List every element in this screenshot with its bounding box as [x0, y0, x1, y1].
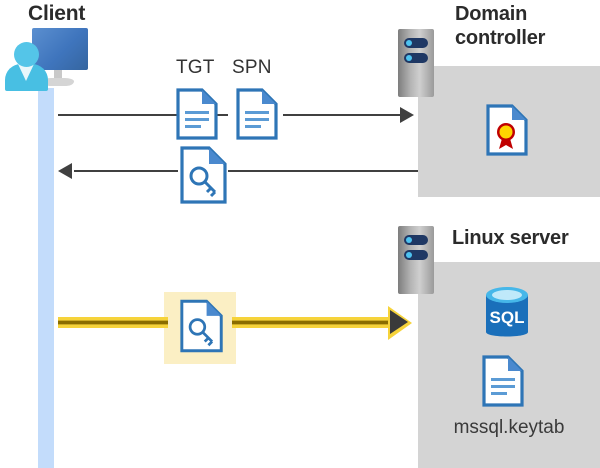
request-arrow-line-left — [58, 114, 228, 116]
service-ticket-arrow-head-inner-icon — [390, 310, 408, 334]
response-arrow-head-icon — [58, 163, 72, 179]
keytab-document-icon — [482, 355, 524, 412]
monitor-screen-icon — [32, 28, 88, 70]
sql-database-icon: SQL — [482, 285, 532, 348]
request-arrow-line-right — [283, 114, 402, 116]
service-ticket-arrow-line-left — [58, 317, 168, 328]
monitor-base-icon — [42, 78, 74, 86]
sql-database-label: SQL — [490, 308, 525, 327]
rack-led-icon — [406, 40, 412, 46]
rack-led-icon — [406, 55, 412, 61]
rack-slot-icon — [404, 38, 428, 48]
domain-controller-title-line1: Domain — [455, 3, 528, 25]
service-ticket-arrow-line-right — [232, 317, 392, 328]
tgt-label: TGT — [176, 57, 215, 78]
certificate-document-icon — [486, 104, 528, 161]
monitor-neck-icon — [54, 70, 62, 80]
response-arrow-line-right — [228, 170, 418, 172]
ticket-key-document-icon — [180, 146, 228, 209]
domain-controller-title: Domain controller — [455, 3, 595, 50]
rack-led-icon — [406, 237, 412, 243]
domain-controller-rack-icon — [398, 29, 434, 97]
linux-server-title: Linux server — [452, 227, 569, 249]
linux-server-rack-icon — [398, 226, 434, 294]
tgt-document-icon — [176, 88, 218, 145]
client-lifeline — [38, 88, 54, 468]
person-collar-icon — [18, 64, 34, 81]
user-workstation-icon — [4, 28, 90, 98]
person-head-icon — [14, 42, 39, 67]
domain-controller-title-line2: controller — [455, 26, 546, 49]
spn-label: SPN — [232, 57, 272, 78]
rack-led-icon — [406, 252, 412, 258]
rack-slot-icon — [404, 235, 428, 245]
request-arrow-head-icon — [400, 107, 414, 123]
client-title: Client — [28, 2, 86, 25]
keytab-filename-label: mssql.keytab — [453, 417, 565, 438]
service-ticket-key-document-icon — [180, 298, 224, 359]
rack-slot-icon — [404, 53, 428, 63]
spn-document-icon — [236, 88, 278, 145]
response-arrow-line-left — [74, 170, 178, 172]
rack-slot-icon — [404, 250, 428, 260]
